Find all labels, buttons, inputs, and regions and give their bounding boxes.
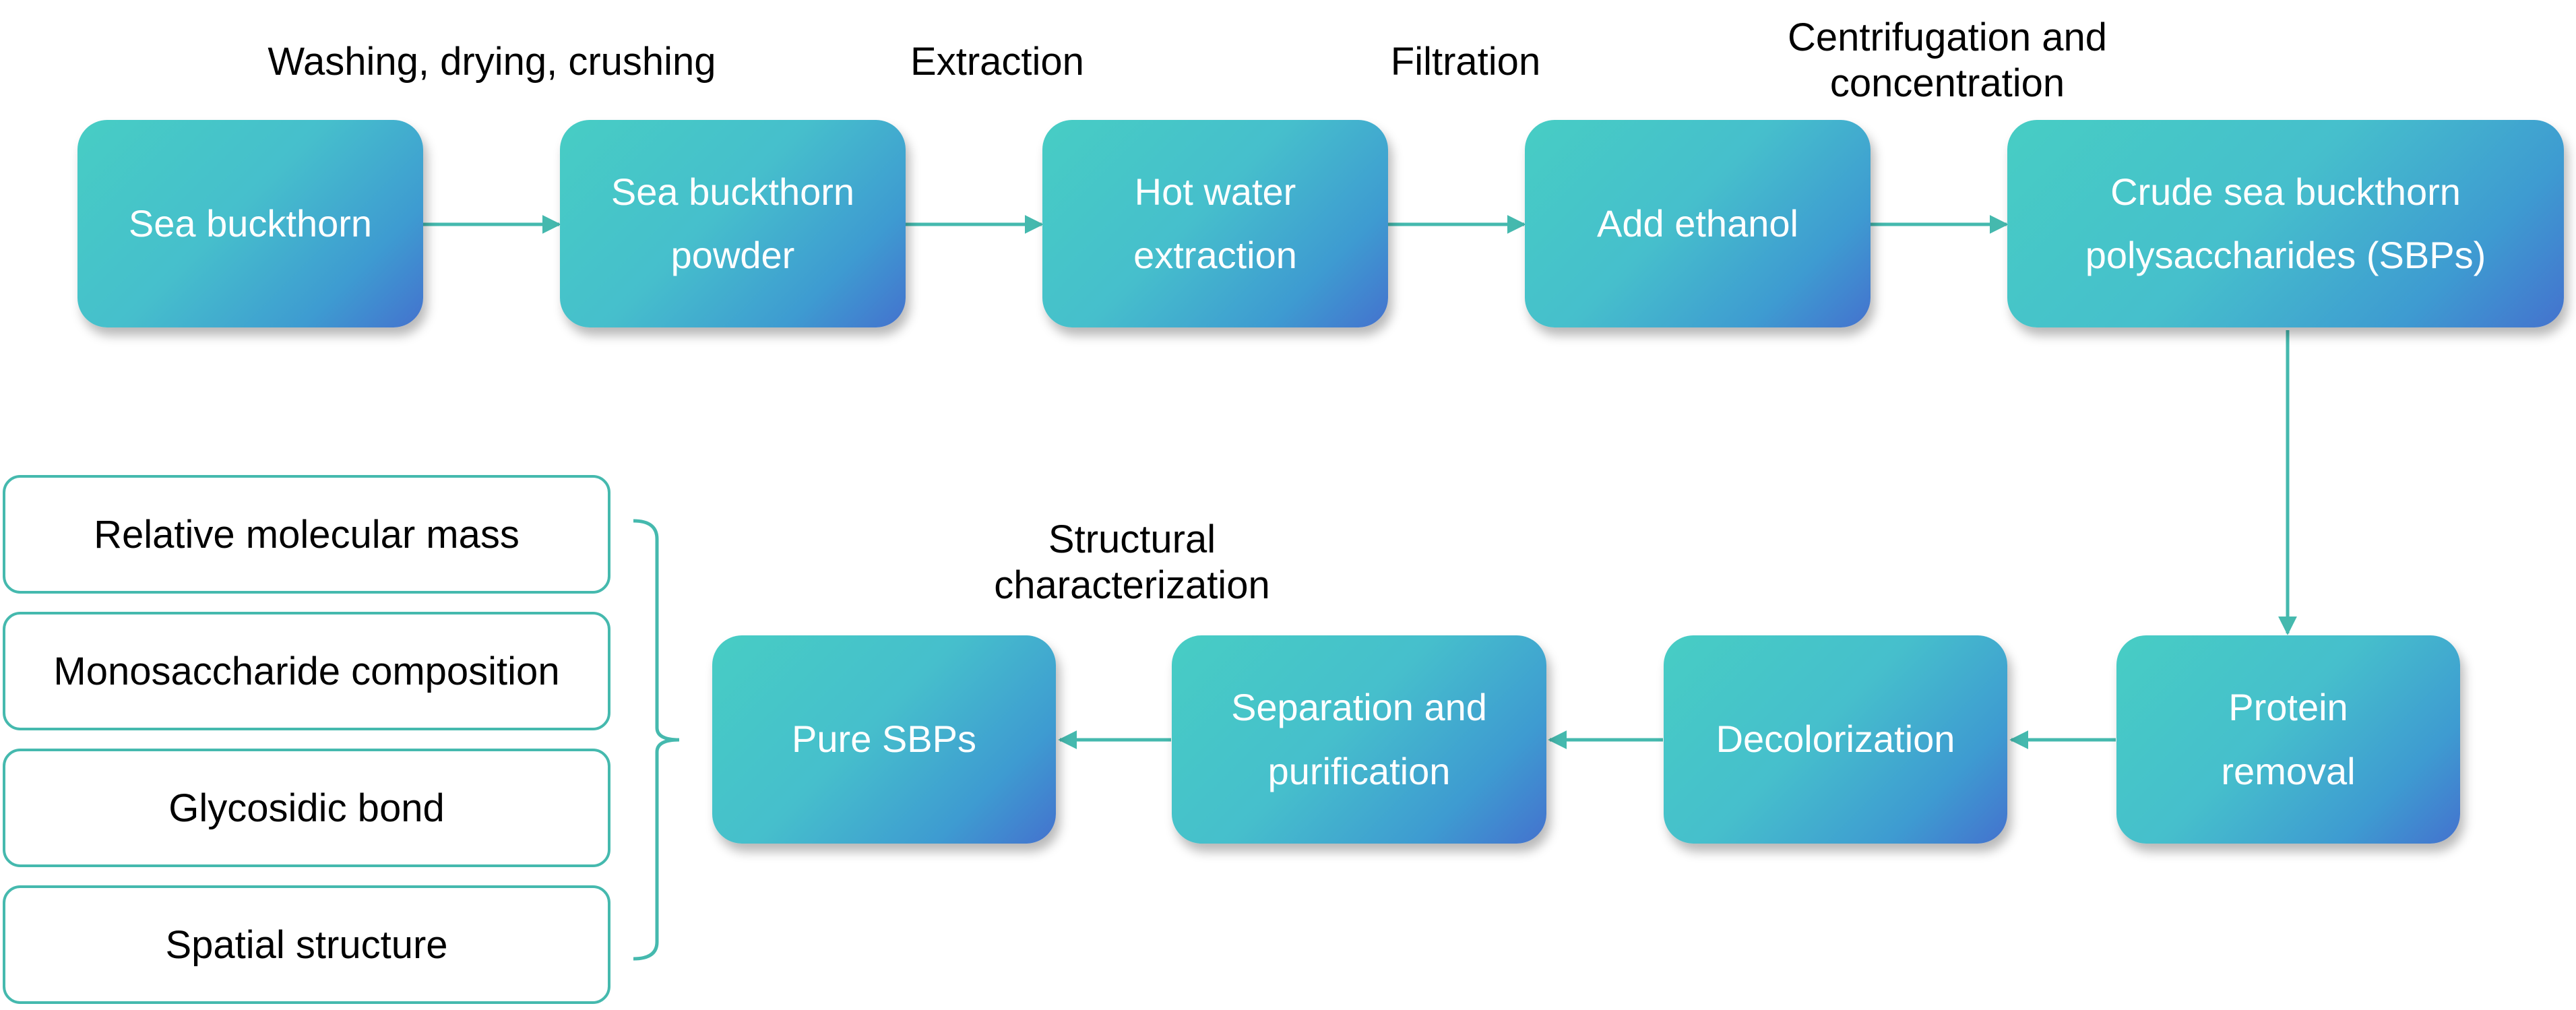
- property-glycosidic-bond: Glycosidic bond: [3, 749, 610, 867]
- label-filtration: Filtration: [1390, 40, 1541, 84]
- step-protein-removal: Protein removal: [2116, 635, 2460, 844]
- characterization-bracket: [633, 519, 680, 961]
- step-separation-purification: Separation and purification: [1172, 635, 1546, 844]
- step-hot-water-extraction: Hot water extraction: [1042, 120, 1388, 327]
- label-extraction: Extraction: [910, 40, 1084, 84]
- property-relative-molecular-mass: Relative molecular mass: [3, 475, 610, 594]
- step-crude-sbps: Crude sea buckthorn polysaccharides (SBP…: [2007, 120, 2564, 327]
- property-spatial-structure: Spatial structure: [3, 885, 610, 1004]
- property-monosaccharide-composition: Monosaccharide composition: [3, 612, 610, 730]
- label-centrifugation-concentration: Centrifugation and concentration: [1788, 15, 2107, 105]
- step-sea-buckthorn: Sea buckthorn: [77, 120, 423, 327]
- step-pure-sbps: Pure SBPs: [712, 635, 1056, 844]
- step-sea-buckthorn-powder: Sea buckthorn powder: [560, 120, 906, 327]
- step-decolorization: Decolorization: [1664, 635, 2007, 844]
- label-structural-characterization: Structural characterization: [994, 517, 1270, 607]
- label-washing-drying-crushing: Washing, drying, crushing: [268, 40, 716, 84]
- step-add-ethanol: Add ethanol: [1525, 120, 1871, 327]
